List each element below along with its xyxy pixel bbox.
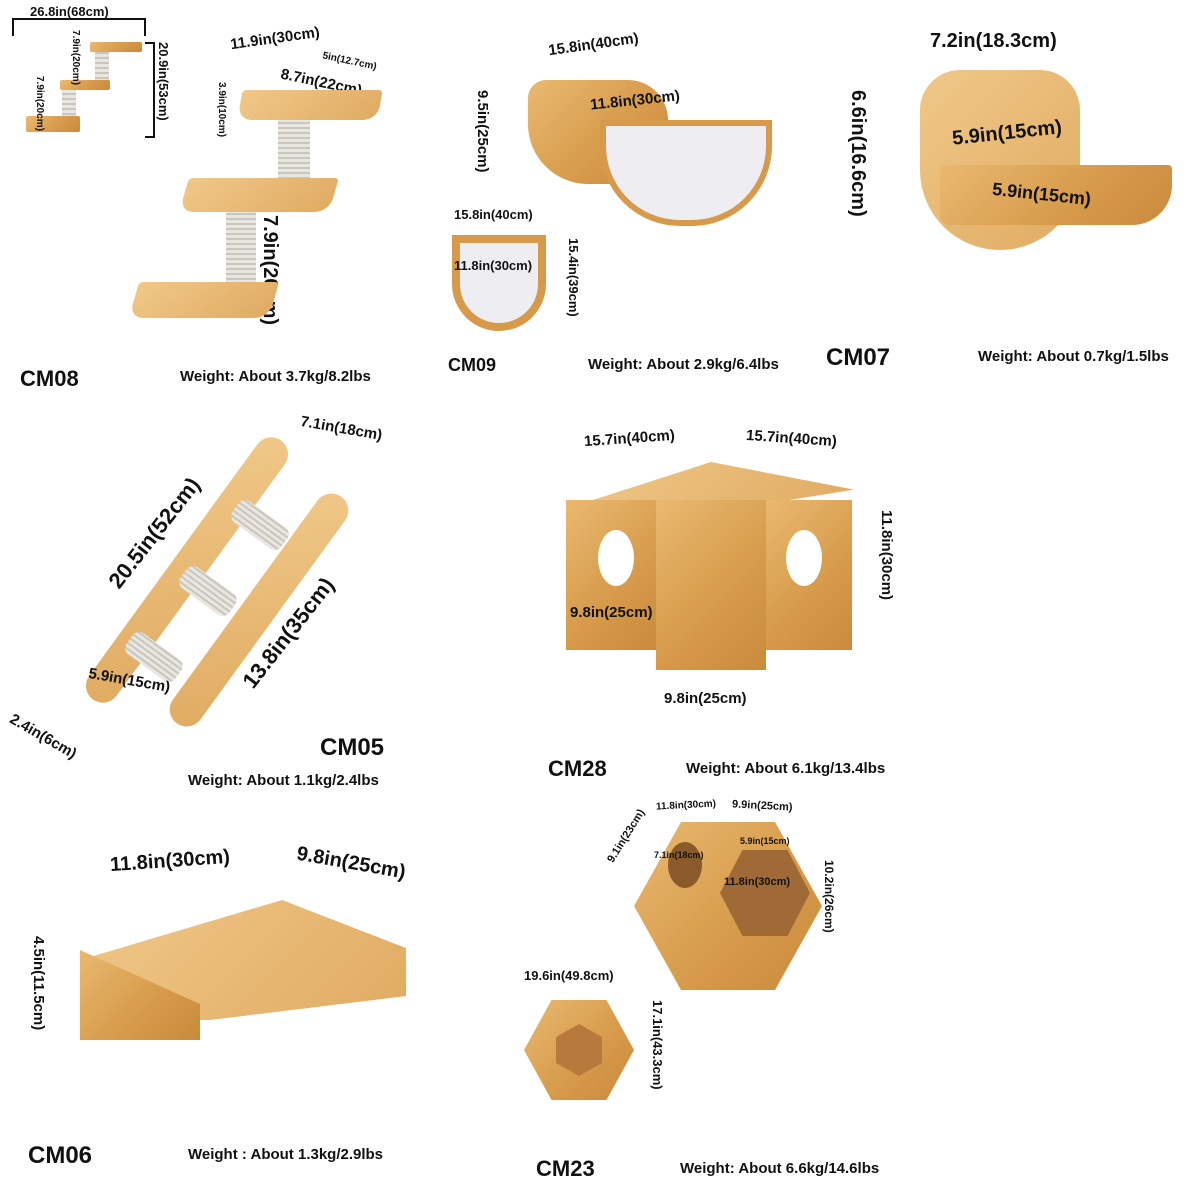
dimension-label: 9.9in(25cm) xyxy=(731,798,793,814)
post-image xyxy=(226,212,256,288)
dimension-label: 26.8in(68cm) xyxy=(30,4,109,19)
hole-image xyxy=(668,842,702,888)
dimension-label: 4.5in(11.5cm) xyxy=(30,936,47,1031)
dimension-label: 9.5in(25cm) xyxy=(474,90,491,173)
dimension-label: 9.8in(25cm) xyxy=(570,604,653,621)
dimension-label: 3.9in(10cm) xyxy=(216,82,227,138)
dimension-label: 5.9in(15cm) xyxy=(740,836,790,846)
shelf-image xyxy=(237,90,383,120)
dimension-label: 11.8in(30cm) xyxy=(878,510,895,601)
dimension-label: 9.8in(25cm) xyxy=(664,690,747,707)
post-image xyxy=(95,52,109,82)
dimension-label: 11.9in(30cm) xyxy=(229,23,321,54)
dimension-label: 7.1in(18cm) xyxy=(654,850,704,860)
dimension-label: 6.6in(16.6cm) xyxy=(847,90,869,217)
bowl-image xyxy=(600,120,772,226)
product-code: CM07 xyxy=(826,344,891,371)
dimension-label: 7.2in(18.3cm) xyxy=(930,30,1057,52)
dimension-line xyxy=(12,18,146,36)
product-weight: Weight : About 1.3kg/2.9lbs xyxy=(188,1146,384,1163)
product-weight: Weight: About 2.9kg/6.4lbs xyxy=(588,356,779,373)
product-code: CM05 xyxy=(320,734,385,761)
post-image xyxy=(278,120,310,182)
product-weight: Weight: About 3.7kg/8.2lbs xyxy=(180,368,371,385)
shelf-image xyxy=(128,282,280,318)
dimension-label: 15.7in(40cm) xyxy=(745,426,838,451)
dimension-label: 11.8in(30cm) xyxy=(454,258,533,273)
hole-image xyxy=(598,530,634,586)
bowl-front-image xyxy=(452,235,546,331)
rung-image xyxy=(228,496,292,554)
shelf-image xyxy=(60,80,110,90)
dimension-label: 15.7in(40cm) xyxy=(583,426,676,451)
product-weight: Weight: About 6.6kg/14.6lbs xyxy=(680,1160,880,1177)
product-weight: Weight: About 1.1kg/2.4lbs xyxy=(188,772,379,789)
dimension-label: 11.8in(30cm) xyxy=(724,876,791,888)
rung-image xyxy=(176,562,240,620)
dimension-label: 9.1in(23cm) xyxy=(605,807,648,865)
product-code: CM28 xyxy=(548,756,607,781)
dimension-label: 17.1in(43.3cm) xyxy=(650,1000,665,1090)
product-code: CM09 xyxy=(448,355,497,375)
dimension-label: 20.9in(53cm) xyxy=(156,42,171,121)
dimension-line xyxy=(145,42,155,138)
product-weight: Weight: About 6.1kg/13.4lbs xyxy=(686,760,886,777)
product-code: CM06 xyxy=(28,1142,93,1169)
dimension-label: 5in(12.7cm) xyxy=(321,50,378,73)
dimension-label: 15.8in(40cm) xyxy=(454,207,533,222)
dimension-label: 15.4in(39cm) xyxy=(566,238,581,317)
dimension-label: 7.1in(18cm) xyxy=(299,412,384,445)
dimension-label: 2.4in(6cm) xyxy=(6,710,80,763)
shelf-image xyxy=(940,165,1172,225)
box-front-image xyxy=(656,500,766,670)
product-weight: Weight: About 0.7kg/1.5lbs xyxy=(978,348,1169,365)
dimension-label: 10.2in(26cm) xyxy=(822,860,836,933)
shelf-image xyxy=(179,178,339,212)
post-image xyxy=(62,90,76,118)
dimension-label: 19.6in(49.8cm) xyxy=(524,968,614,983)
product-code: CM23 xyxy=(536,1156,595,1181)
dimension-label: 11.8in(30cm) xyxy=(109,845,231,877)
dimension-label: 7.9in(20cm) xyxy=(34,76,45,132)
dimension-label: 15.8in(40cm) xyxy=(547,29,640,60)
product-code: CM08 xyxy=(20,366,79,391)
shelf-image xyxy=(90,42,142,52)
hole-image xyxy=(786,530,822,586)
shelf-image xyxy=(26,116,80,132)
dimension-label: 9.8in(25cm) xyxy=(295,842,408,884)
dimension-label: 11.8in(30cm) xyxy=(655,798,717,813)
dimension-label: 7.9in(20cm) xyxy=(70,30,81,86)
